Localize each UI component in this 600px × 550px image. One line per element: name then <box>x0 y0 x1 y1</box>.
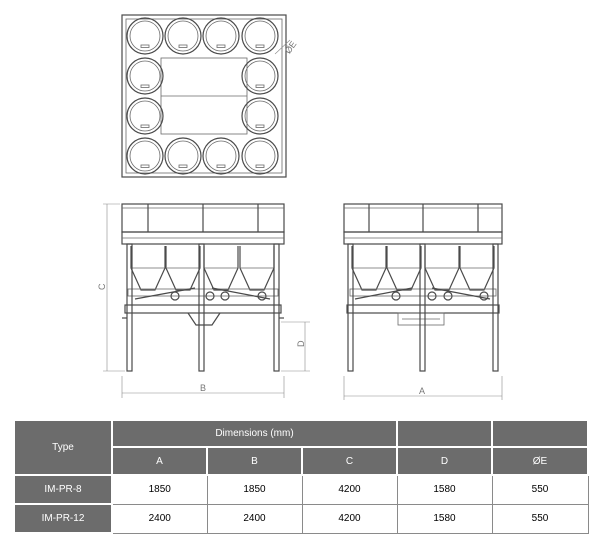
cell-a: 1850 <box>111 474 208 505</box>
top-view: ØE <box>121 14 299 178</box>
cell-c: 4200 <box>301 503 398 534</box>
silo-outline <box>241 17 279 55</box>
side-view: A <box>343 203 503 400</box>
dim-a-label: A <box>419 386 425 396</box>
cell-e: 550 <box>491 503 589 534</box>
header-blank-e <box>491 419 589 448</box>
silo-outline <box>241 97 279 135</box>
silo-inner <box>244 140 276 172</box>
cell-b: 2400 <box>206 503 303 534</box>
silo-outlet <box>216 164 226 168</box>
hopper <box>130 246 166 291</box>
silo-outlet <box>255 84 265 88</box>
silo-outlet <box>140 84 150 88</box>
silo-inner <box>244 20 276 52</box>
silo-outlet <box>255 124 265 128</box>
cell-a: 2400 <box>111 503 208 534</box>
silo-outline <box>126 137 164 175</box>
front-view: C D B <box>97 203 310 398</box>
silo-outlet <box>178 44 188 48</box>
silo-inner <box>129 140 161 172</box>
silo-outline <box>164 137 202 175</box>
silo-outline <box>126 17 164 55</box>
silo-outlet <box>255 44 265 48</box>
row-type: IM-PR-8 <box>13 474 113 505</box>
silo-inner <box>244 100 276 132</box>
silo-inner <box>129 60 161 92</box>
silo-outline <box>241 137 279 175</box>
dim-e-label: ØE <box>283 39 299 55</box>
silo-outline <box>126 97 164 135</box>
table-row: IM-PR-12 2400 2400 4200 1580 550 <box>13 503 589 534</box>
col-header-c: C <box>301 446 398 476</box>
cell-e: 550 <box>491 474 589 505</box>
col-header-d: D <box>396 446 493 476</box>
silo-outlet <box>216 44 226 48</box>
dimensions-table: Type Dimensions (mm) A B C D ØE IM-PR-8 … <box>13 419 589 534</box>
silo-outlet <box>140 164 150 168</box>
silo-outline <box>241 57 279 95</box>
silo-inner <box>167 140 199 172</box>
col-header-a: A <box>111 446 208 476</box>
silo-inner <box>167 20 199 52</box>
dim-c-label: C <box>97 283 107 290</box>
silo-outlet <box>140 44 150 48</box>
silo-inner <box>205 20 237 52</box>
silo-outlet <box>178 164 188 168</box>
cell-b: 1850 <box>206 474 303 505</box>
silo-inner <box>205 140 237 172</box>
silo-outlet <box>255 164 265 168</box>
silo-outline <box>202 137 240 175</box>
dimensions-group-header: Dimensions (mm) <box>111 419 398 448</box>
col-header-e: ØE <box>491 446 589 476</box>
cell-d: 1580 <box>396 503 493 534</box>
silo-outline <box>164 17 202 55</box>
type-header: Type <box>13 419 113 476</box>
hopper <box>351 246 387 291</box>
silo-inner <box>129 100 161 132</box>
col-header-b: B <box>206 446 303 476</box>
dim-d-label: D <box>296 340 306 347</box>
header-blank-d <box>396 419 493 448</box>
dim-b-label: B <box>200 383 206 393</box>
silo-outlet <box>140 124 150 128</box>
silo-outline <box>126 57 164 95</box>
table-row: IM-PR-8 1850 1850 4200 1580 550 <box>13 474 589 505</box>
technical-drawing: ØE C <box>97 14 503 400</box>
cell-c: 4200 <box>301 474 398 505</box>
silo-outline <box>202 17 240 55</box>
row-type: IM-PR-12 <box>13 503 113 534</box>
cell-d: 1580 <box>396 474 493 505</box>
hopper <box>459 246 495 291</box>
silo-inner <box>129 20 161 52</box>
silo-inner <box>244 60 276 92</box>
